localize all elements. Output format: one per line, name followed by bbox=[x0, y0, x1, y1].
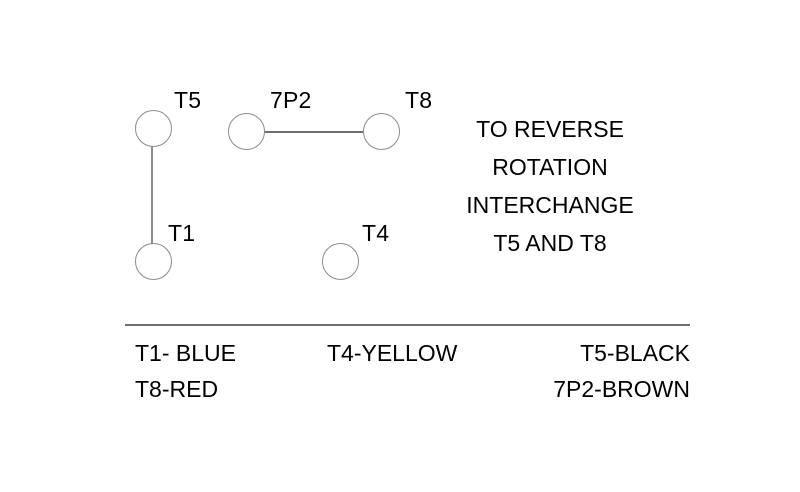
wire-7p2-to-t8 bbox=[264, 131, 364, 133]
terminal-label-7p2: 7P2 bbox=[270, 87, 312, 113]
legend-row: T8-RED 7P2-BROWN bbox=[125, 374, 690, 410]
wire-color-legend: T1- BLUE T4-YELLOW T5-BLACK T8-RED 7P2-B… bbox=[125, 338, 690, 410]
horizontal-divider bbox=[125, 324, 690, 326]
terminal-node-t5[interactable] bbox=[135, 110, 172, 147]
legend-item-t4: T4-YELLOW bbox=[327, 340, 458, 366]
terminal-label-t1: T1 bbox=[168, 220, 196, 246]
terminal-node-t1[interactable] bbox=[135, 243, 172, 280]
legend-row: T1- BLUE T4-YELLOW T5-BLACK bbox=[125, 338, 690, 374]
note-line-3: INTERCHANGE bbox=[466, 192, 634, 218]
reverse-rotation-note: TO REVERSE ROTATION INTERCHANGE T5 AND T… bbox=[425, 110, 675, 262]
note-line-2: ROTATION bbox=[492, 154, 608, 180]
terminal-label-t8: T8 bbox=[405, 87, 433, 113]
legend-item-t8: T8-RED bbox=[135, 376, 219, 402]
wire-t5-to-t1 bbox=[151, 146, 153, 245]
terminal-node-t4[interactable] bbox=[322, 243, 359, 280]
note-line-1: TO REVERSE bbox=[476, 116, 624, 142]
terminal-label-t5: T5 bbox=[174, 87, 202, 113]
legend-item-7p2: 7P2-BROWN bbox=[553, 376, 690, 402]
note-line-4: T5 AND T8 bbox=[493, 230, 607, 256]
terminal-node-7p2[interactable] bbox=[228, 113, 265, 150]
terminal-node-t8[interactable] bbox=[363, 113, 400, 150]
terminal-label-t4: T4 bbox=[362, 220, 390, 246]
legend-item-t1: T1- BLUE bbox=[135, 340, 236, 366]
legend-item-t5: T5-BLACK bbox=[580, 340, 690, 366]
